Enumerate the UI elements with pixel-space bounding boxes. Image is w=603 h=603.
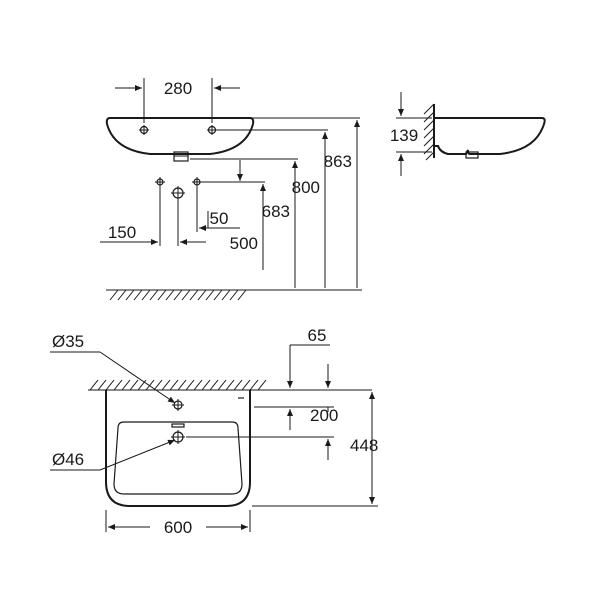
profile-outlet (465, 151, 479, 159)
dia-35-label: Ø35 (52, 332, 84, 351)
supply-left (155, 177, 165, 187)
wall-top-hatch (89, 379, 267, 391)
dim-863: 863 (324, 120, 360, 288)
dim-50-label: 50 (210, 209, 229, 228)
dim-50: 50 (196, 187, 240, 232)
dim-600-label: 600 (164, 518, 192, 537)
installation-view: 280 (100, 78, 362, 301)
supply-right (192, 177, 202, 187)
dim-65: 65 (254, 326, 334, 412)
dim-139-label: 139 (390, 126, 418, 145)
dim-500-label: 500 (230, 234, 258, 253)
dim-683: 683 (262, 161, 298, 288)
basin-top-outline (105, 390, 251, 507)
basin-bowl (113, 421, 243, 495)
basin-profile (434, 117, 546, 155)
tap-hole-right (207, 125, 217, 135)
dim-800-label: 800 (292, 178, 320, 197)
waste-connection (171, 186, 185, 200)
dia-35-callout: Ø35 (50, 332, 176, 404)
dim-600: 600 (105, 510, 251, 537)
dim-200: 200 (186, 406, 338, 460)
dim-448: 448 (252, 392, 378, 507)
floor-line (106, 289, 362, 301)
tap-hole (172, 399, 184, 411)
dim-280: 280 (115, 78, 240, 123)
overflow (171, 423, 185, 428)
dia-46-label: Ø46 (52, 450, 84, 469)
dim-800: 800 (292, 132, 328, 288)
dim-683-label: 683 (262, 202, 290, 221)
front-view: Ø35 Ø46 65 200 448 (50, 326, 378, 537)
dim-280-label: 280 (164, 79, 192, 98)
dim-863-label: 863 (324, 152, 352, 171)
dim-500: 500 (230, 184, 266, 270)
dim-139: 139 (390, 92, 432, 176)
dia-46-callout: Ø46 (50, 439, 176, 471)
dim-65-label: 65 (308, 326, 327, 345)
basin-outline (105, 117, 255, 155)
wall-hatch (423, 103, 435, 161)
supply-points (155, 177, 202, 200)
dim-150: 150 (100, 187, 206, 246)
dim-200-label: 200 (310, 406, 338, 425)
waste-drain (171, 430, 185, 444)
profile-view: 139 (390, 92, 546, 176)
tap-hole-left (139, 125, 149, 135)
dim-448-label: 448 (350, 436, 378, 455)
dim-150-label: 150 (108, 223, 136, 242)
